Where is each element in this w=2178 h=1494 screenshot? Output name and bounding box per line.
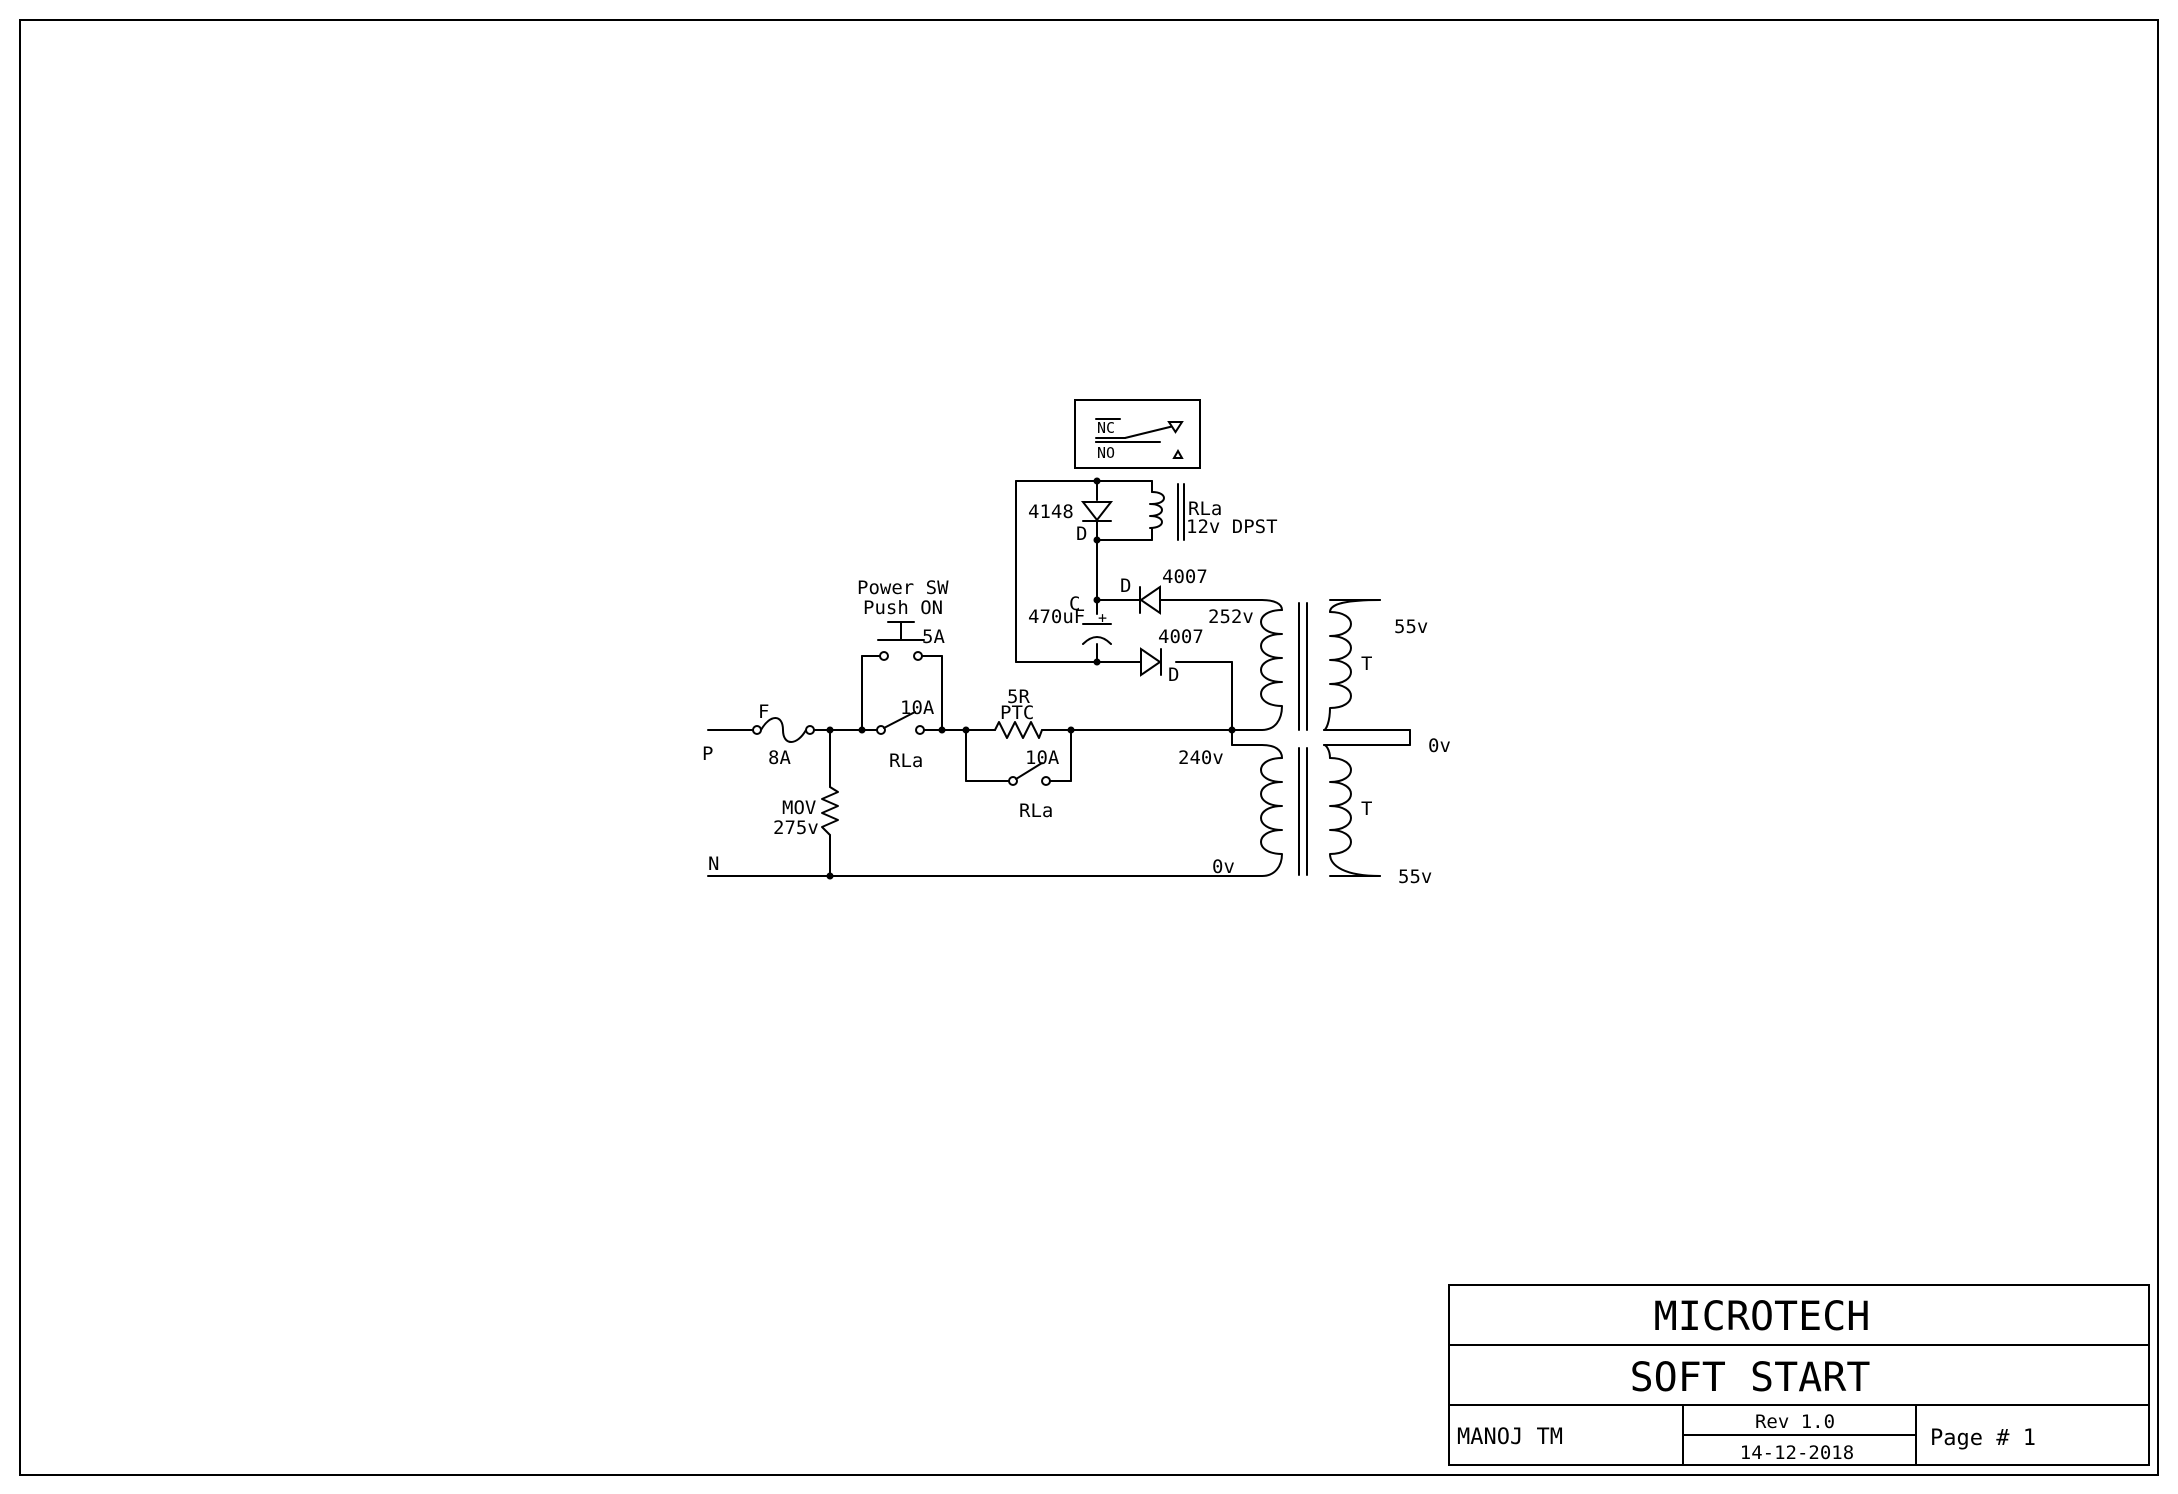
transformer-bottom-name-label: T	[1361, 798, 1372, 820]
diode-4148-name-label: D	[1076, 523, 1087, 545]
date-label: 14-12-2018	[1740, 1442, 1854, 1464]
transformer-bottom	[1260, 744, 1381, 877]
revision-label: Rev 1.0	[1755, 1411, 1835, 1433]
secondary-top-label: 55v	[1394, 616, 1428, 638]
terminal-p-label: P	[702, 743, 713, 765]
relay-coil-spec-label: 12v DPST	[1186, 516, 1278, 538]
mov-rating-label: 275v	[773, 817, 819, 839]
secondary-bottom-label: 55v	[1398, 866, 1432, 888]
page-number: Page # 1	[1930, 1426, 2036, 1451]
sheet-border	[19, 19, 2159, 1476]
mov-varistor	[821, 786, 839, 836]
terminal-n-label: N	[708, 853, 719, 875]
secondary-center-label: 0v	[1428, 735, 1451, 757]
ptc-name-label: PTC	[1000, 702, 1034, 724]
junction-dots	[826, 477, 1236, 880]
company-name: MICROTECH	[1654, 1294, 1871, 1340]
tap-240-label: 240v	[1178, 747, 1224, 769]
nc-label: NC	[1097, 419, 1115, 437]
diode-4007-lower	[1140, 647, 1162, 677]
title-block: MICROTECH SOFT START MANOJ TM Rev 1.0 14…	[1448, 1284, 2150, 1466]
diode-4148-part-label: 4148	[1028, 501, 1074, 523]
power-switch-label-1: Power SW	[857, 577, 949, 599]
relay-contact-1-rating-label: 10A	[900, 697, 935, 719]
relay-coil-name-label: RLa	[1188, 498, 1222, 520]
relay-contact-1	[876, 711, 925, 735]
capacitor-value-label: 470uF	[1028, 606, 1085, 628]
power-switch-label-2: Push ON	[863, 597, 943, 619]
diode-lower-name-label: D	[1168, 664, 1179, 686]
transformer-top-name-label: T	[1361, 653, 1372, 675]
relay-contact-1-name-label: RLa	[889, 750, 923, 772]
no-label: NO	[1097, 444, 1115, 462]
author-name: MANOJ TM	[1457, 1425, 1563, 1450]
capacitor	[1082, 623, 1112, 645]
fuse	[752, 717, 815, 743]
tap-0-primary-label: 0v	[1212, 856, 1235, 878]
fuse-rating-label: 8A	[768, 747, 791, 769]
ptc-resistor	[994, 721, 1043, 739]
power-switch-rating-label: 5A	[922, 626, 945, 648]
tap-252-label: 252v	[1208, 606, 1254, 628]
relay-contact-legend: NC NO	[1074, 399, 1201, 469]
capacitor-polarity-label: +	[1098, 609, 1107, 627]
diode-upper-name-label: D	[1120, 575, 1131, 597]
relay-contact-2	[1008, 762, 1051, 786]
diode-lower-part-label: 4007	[1158, 626, 1204, 648]
mov-name-label: MOV	[782, 797, 816, 819]
transformer-top	[1260, 599, 1381, 731]
relay-coil	[1149, 480, 1185, 541]
fuse-name-label: F	[758, 701, 769, 723]
diode-upper-part-label: 4007	[1162, 566, 1208, 588]
ptc-value-label: 5R	[1007, 686, 1030, 708]
component-labels: P N F 8A MOV 275v Power SW Push ON 5A 10…	[702, 498, 1451, 888]
diode-4007-upper	[1139, 585, 1177, 615]
drawing-title: SOFT START	[1630, 1355, 1871, 1401]
relay-contact-2-rating-label: 10A	[1025, 747, 1060, 769]
relay-contact-2-name-label: RLa	[1019, 800, 1053, 822]
capacitor-name-label: C	[1069, 593, 1080, 615]
diode-4148	[1080, 501, 1114, 522]
power-switch	[877, 621, 925, 661]
